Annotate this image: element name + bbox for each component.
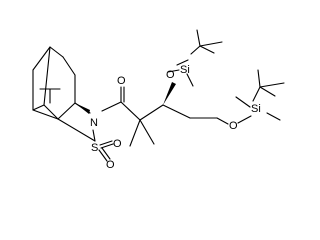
- bond: [129, 119, 141, 147]
- sulfur-label: S: [91, 142, 98, 154]
- silyl-ether-oxygen-label: O: [166, 69, 175, 81]
- bond: [199, 45, 215, 54]
- molecule-diagram: N S O O O O Si O Si: [32, 29, 285, 171]
- bond: [252, 86, 261, 102]
- bond: [101, 101, 122, 112]
- bond: [257, 69, 261, 88]
- bond: [199, 41, 223, 47]
- carbonyl-oxygen-label: O: [117, 75, 126, 87]
- bond: [259, 82, 285, 88]
- bond: [167, 69, 180, 73]
- bond: [186, 73, 194, 87]
- bond: [49, 46, 64, 58]
- sulfonyl-oxygen-label: O: [113, 138, 122, 150]
- bond: [237, 115, 252, 124]
- bond: [196, 29, 201, 47]
- bond: [139, 104, 164, 121]
- bond: [101, 147, 111, 160]
- bond: [190, 45, 201, 55]
- nitrogen-label: N: [90, 117, 98, 129]
- bond: [32, 109, 59, 120]
- bond: [100, 143, 114, 149]
- structure-svg: N S O O O O Si O Si: [32, 29, 285, 171]
- bond: [266, 112, 281, 121]
- bond: [139, 119, 155, 145]
- bond: [32, 46, 51, 71]
- bonds: [32, 29, 285, 162]
- wedge-bond: [75, 103, 90, 114]
- bond: [92, 129, 96, 142]
- bond: [176, 59, 189, 66]
- bond: [235, 96, 251, 108]
- bond: [259, 86, 276, 97]
- silicon-label: Si: [251, 103, 261, 115]
- sulfonyl-oxygen-label: O: [106, 159, 115, 171]
- bond: [57, 118, 96, 142]
- bond: [43, 46, 51, 106]
- bond: [43, 104, 59, 120]
- bond: [57, 102, 76, 120]
- bond: [32, 104, 45, 111]
- bond: [98, 149, 108, 162]
- atom-labels: N S O O O O Si O Si: [90, 64, 261, 171]
- bond: [99, 140, 113, 146]
- bond: [120, 101, 141, 121]
- silyl-ether-oxygen-label: O: [229, 120, 238, 132]
- silicon-label: Si: [180, 64, 190, 76]
- wedge-bond: [163, 82, 176, 105]
- bond: [62, 56, 76, 76]
- bond: [216, 117, 229, 125]
- bond: [162, 104, 191, 119]
